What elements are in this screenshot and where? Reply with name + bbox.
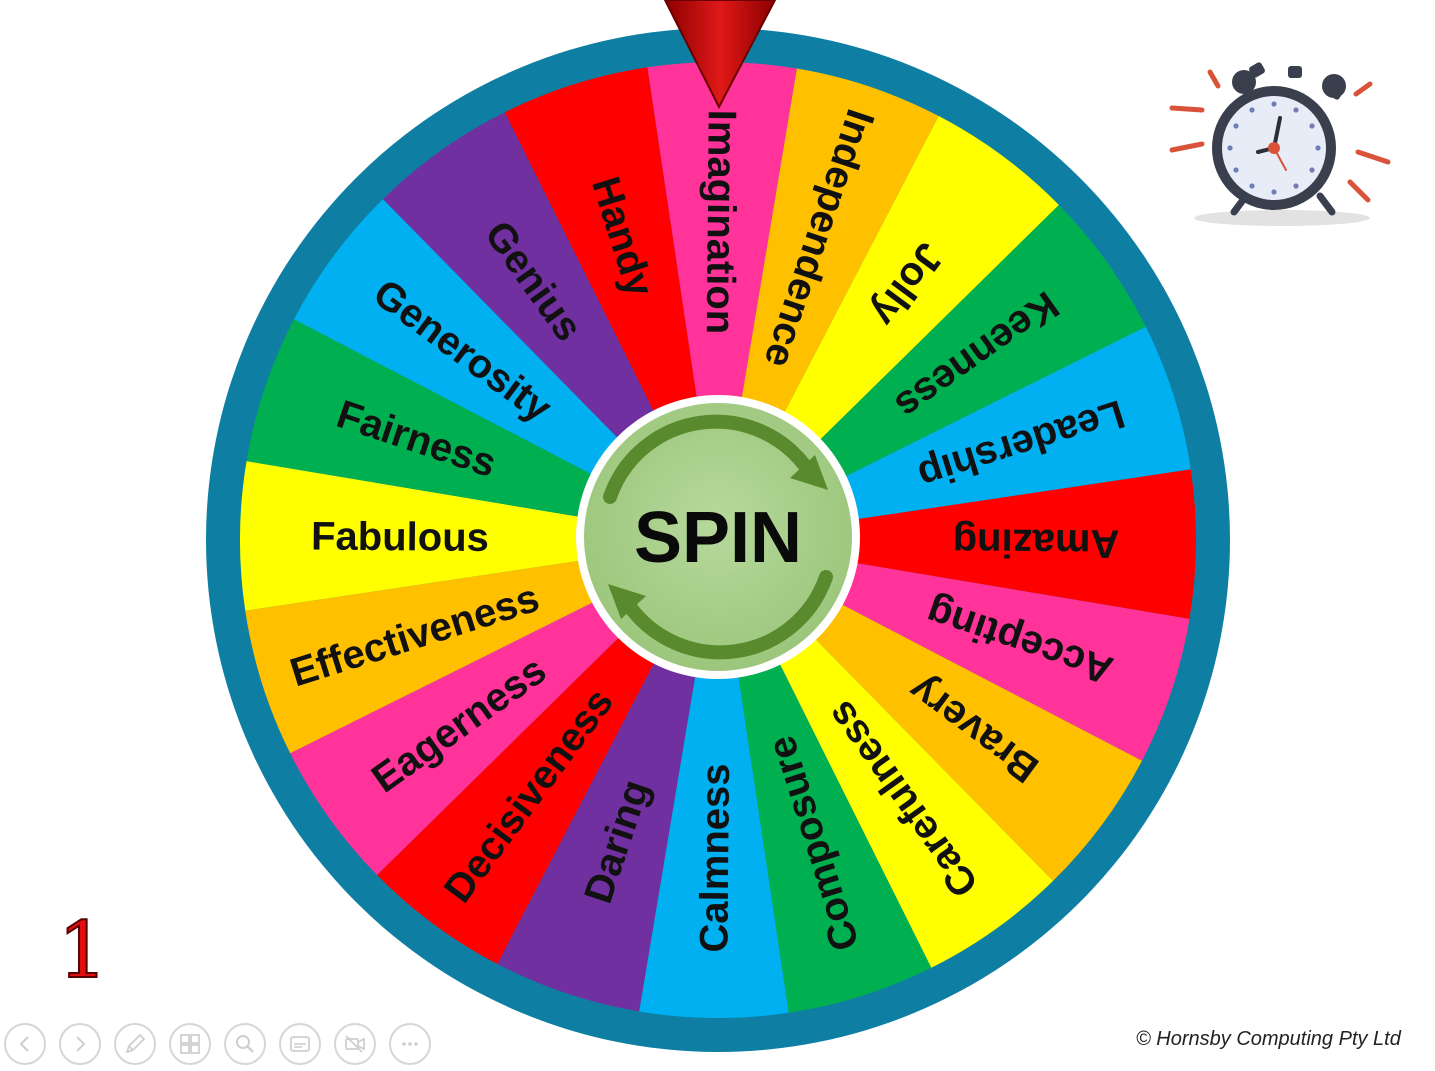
rotate-arrow-icon xyxy=(621,570,833,660)
wheel-segment-label: Imagination xyxy=(698,110,744,335)
zoom-button[interactable] xyxy=(224,1023,266,1065)
wheel-segment-label: Amazing xyxy=(952,520,1119,565)
subtitles-button[interactable] xyxy=(279,1023,321,1065)
wheel-pointer xyxy=(663,0,777,110)
see-all-slides-button[interactable] xyxy=(169,1023,211,1065)
rotate-arrow-head xyxy=(790,455,828,490)
wheel-segment xyxy=(718,469,1196,619)
previous-slide-button[interactable] xyxy=(4,1023,46,1065)
presentation-toolbar xyxy=(4,1023,431,1069)
wheel-segment xyxy=(647,62,797,540)
slide-number: 1 xyxy=(57,906,109,996)
arrow-right-icon xyxy=(76,1036,86,1052)
spin-label[interactable]: SPIN xyxy=(634,498,802,578)
magnifier-icon xyxy=(236,1035,254,1053)
pen-icon xyxy=(125,1033,146,1054)
more-icon xyxy=(402,1042,418,1046)
wheel-segment-label: Calmness xyxy=(692,763,738,952)
pen-button[interactable] xyxy=(114,1023,156,1065)
wheel-segment xyxy=(639,540,789,1018)
wheel-segment xyxy=(240,461,718,611)
rotate-arrow-head xyxy=(608,584,646,619)
next-slide-button[interactable] xyxy=(59,1023,101,1065)
subtitles-icon xyxy=(290,1036,310,1052)
copyright-text: © Hornsby Computing Pty Ltd xyxy=(1136,1028,1401,1050)
camera-off-icon xyxy=(345,1035,365,1053)
spin-hub-inner[interactable] xyxy=(584,403,852,671)
more-options-button[interactable] xyxy=(389,1023,431,1065)
spin-button[interactable]: SPIN xyxy=(576,395,860,679)
wheel-segment-label: Fabulous xyxy=(311,514,489,560)
alarm-clock-icon[interactable] xyxy=(1162,60,1392,230)
rotate-arrow-icon xyxy=(603,414,815,504)
arrow-left-icon xyxy=(19,1036,29,1052)
slides-grid-icon xyxy=(180,1034,200,1054)
camera-button[interactable] xyxy=(334,1023,376,1065)
